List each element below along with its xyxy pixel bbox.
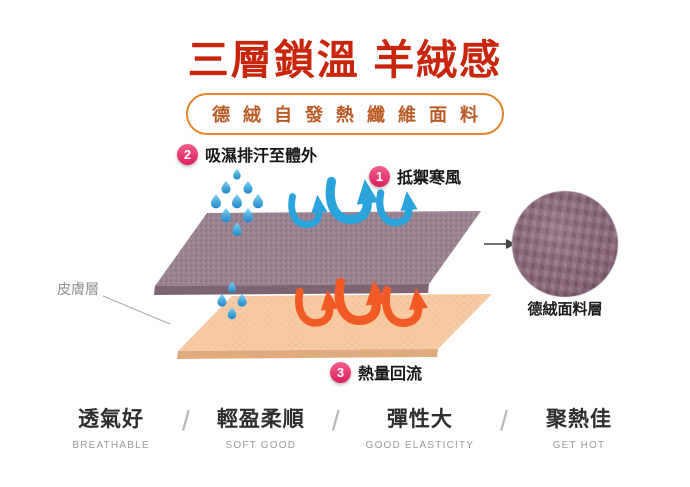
feature-en: GOOD ELASTICITY [365, 440, 475, 451]
feature-item-soft: 輕盈柔順 SOFT GOOD [216, 403, 306, 451]
feature-zh: 輕盈柔順 [216, 408, 305, 431]
callout-wind: 1 抵禦寒風 [369, 164, 461, 188]
subtitle-text: 德絨自發熱纖維面料 [212, 105, 491, 125]
feature-zh: 聚熱佳 [545, 408, 612, 431]
feature-zh: 透氣好 [78, 408, 145, 431]
callout-2-label: 吸濕排汗至體外 [205, 148, 318, 165]
callout-moisture: 2 吸濕排汗至體外 [177, 142, 317, 166]
callout-1-badge: 1 [369, 165, 390, 187]
feature-zh: 彈性大 [386, 408, 453, 431]
fabric-swatch-photo [511, 190, 619, 298]
feature-item-elastic: 彈性大 GOOD ELASTICITY [366, 403, 475, 451]
feature-en: SOFT GOOD [225, 440, 297, 451]
callout-2-badge: 2 [177, 143, 198, 165]
feature-en: GET HOT [552, 440, 606, 451]
feature-item-heat: 聚熱佳 GET HOT [534, 403, 624, 451]
feature-item-breathable: 透氣好 BREATHABLE [66, 403, 156, 451]
callout-1-label: 抵禦寒風 [397, 170, 462, 187]
feature-en: BREATHABLE [72, 440, 150, 451]
callout-3-badge: 3 [330, 361, 351, 383]
skin-layer-label: 皮膚層 [57, 281, 99, 297]
callout-heat: 3 熱量回流 [330, 360, 422, 384]
subtitle-pill: 德絨自發熱纖維面料 [186, 93, 504, 135]
skin-layer-pointer-line [102, 295, 171, 325]
swatch-pointer-arrow-icon [484, 239, 516, 249]
features-row: 透氣好 BREATHABLE / 輕盈柔順 SOFT GOOD / 彈性大 GO… [0, 403, 690, 451]
fabric-swatch-label: 德絨面料層 [527, 301, 603, 318]
feature-separator: / [182, 405, 190, 436]
feature-separator: / [331, 405, 340, 436]
page-title: 三層鎖溫 羊絨感 [187, 37, 503, 83]
feature-separator: / [500, 405, 508, 436]
callout-3-label: 熱量回流 [358, 366, 423, 383]
